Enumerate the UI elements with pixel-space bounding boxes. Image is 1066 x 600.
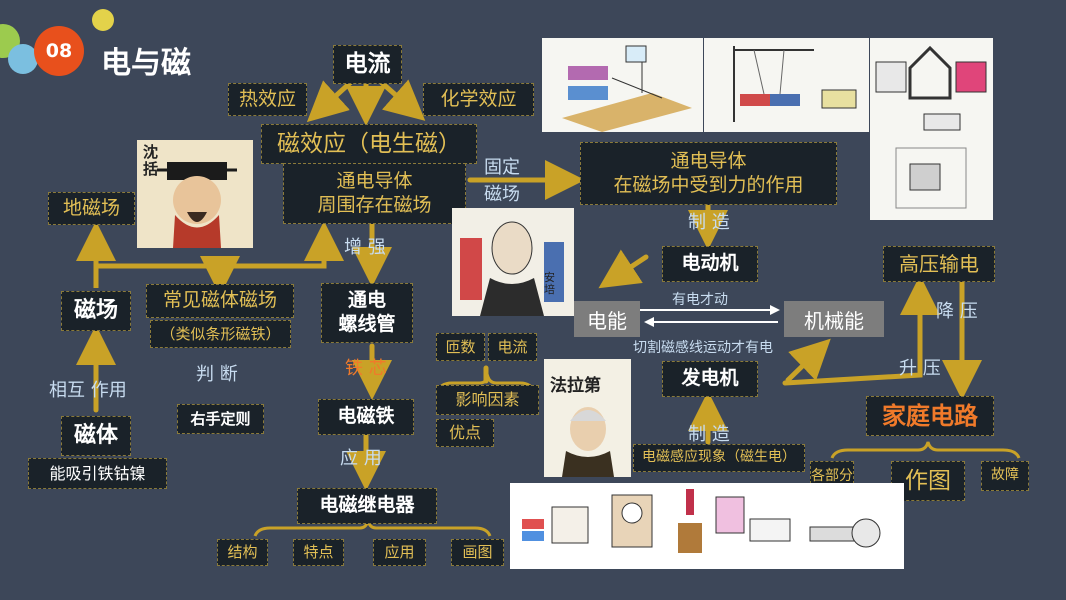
node-advantages: 优点 <box>436 419 494 447</box>
force-line1: 通电导体 <box>670 149 747 172</box>
motor-principle-drawing <box>875 45 987 209</box>
label-power-motion: 有电才动 <box>672 292 728 308</box>
section-number-badge: 08 <box>34 26 84 76</box>
label-iron-core: 铁 芯 <box>345 358 387 379</box>
faraday-drawing <box>562 407 614 477</box>
node-high-voltage: 高压输电 <box>883 246 995 282</box>
node-common-fields: 常见磁体磁场 <box>146 284 294 318</box>
portrait-faraday-label: 法拉第 <box>550 376 601 396</box>
image-electromagnet-experiments <box>510 483 904 569</box>
motor-exp1-drawing <box>562 45 692 132</box>
arrow-generator-mechanical <box>785 338 831 383</box>
decor-circle-yellow <box>92 9 114 31</box>
conductor-field-line2: 周围存在磁场 <box>317 193 432 216</box>
label-field: 磁场 <box>484 184 520 205</box>
node-earth-field: 地磁场 <box>48 192 135 225</box>
solenoid-line1: 通电 <box>347 289 386 312</box>
force-line2: 在磁场中受到力的作用 <box>613 173 804 196</box>
node-magnetic-effect: 磁效应（电生磁） <box>261 124 477 164</box>
portrait-shen-kuo-label: 沈括 <box>143 143 159 178</box>
decor-circle-blue <box>8 44 38 74</box>
node-current: 电流 <box>333 45 402 84</box>
label-cut-lines: 切割磁感线运动才有电 <box>633 340 773 356</box>
home-brace <box>830 441 1021 459</box>
node-motor: 电动机 <box>662 246 758 282</box>
label-step-up: 升 压 <box>899 358 941 379</box>
label-step-down: 降 压 <box>936 301 978 322</box>
node-induction: 电磁感应现象（磁生电） <box>633 444 805 472</box>
solenoid-line2: 螺线管 <box>338 313 396 335</box>
node-thermal-effect: 热效应 <box>228 83 307 116</box>
node-factors: 影响因素 <box>436 385 539 415</box>
label-fixed: 固定 <box>484 157 520 178</box>
node-force-on-conductor: 通电导体 在磁场中受到力的作用 <box>580 142 837 205</box>
shen-kuo-drawing <box>157 162 237 248</box>
node-electric-energy: 电能 <box>574 301 640 337</box>
node-magnet: 磁体 <box>61 416 131 456</box>
node-use: 应用 <box>373 539 426 566</box>
motor-exp2-drawing <box>733 46 857 122</box>
portrait-shen-kuo: 沈括 <box>137 140 253 248</box>
node-conductor-field: 通电导体 周围存在磁场 <box>283 163 466 224</box>
node-home-circuit: 家庭电路 <box>866 396 994 436</box>
node-structure: 结构 <box>217 539 268 566</box>
image-motor-experiment-1 <box>542 38 703 132</box>
arrow-motor-energy <box>598 249 649 289</box>
node-like-bar-magnet: （类似条形磁铁） <box>150 320 291 348</box>
ampere-drawing <box>460 221 564 316</box>
node-generator: 发电机 <box>662 361 758 397</box>
label-judge: 判 断 <box>196 364 238 385</box>
node-chemical-effect: 化学效应 <box>423 83 534 116</box>
node-fault: 故障 <box>981 461 1029 491</box>
page-title: 电与磁 <box>101 46 191 81</box>
arrow-current-thermal <box>306 80 353 123</box>
label-make-generator: 制 造 <box>688 424 730 445</box>
experiments-drawing <box>522 489 881 553</box>
node-draw: 画图 <box>451 539 504 566</box>
node-attract: 能吸引铁钴镍 <box>28 458 167 489</box>
factors-brace <box>435 372 536 394</box>
label-make-motor: 制 造 <box>688 212 730 233</box>
node-current-factor: 电流 <box>488 333 537 361</box>
conductor-field-line1: 通电导体 <box>336 169 413 192</box>
node-turns: 匝数 <box>436 333 485 361</box>
node-mechanical-energy: 机械能 <box>784 301 884 337</box>
image-motor-principle <box>870 38 993 220</box>
node-right-hand-rule: 右手定则 <box>177 404 264 434</box>
node-relay: 电磁继电器 <box>297 488 437 524</box>
node-solenoid: 通电 螺线管 <box>321 283 413 343</box>
node-magnetic-field: 磁场 <box>61 291 131 331</box>
label-interact: 相互 作用 <box>49 380 127 401</box>
label-application: 应 用 <box>340 448 382 469</box>
image-motor-experiment-2 <box>704 38 869 132</box>
portrait-ampere-label: 安培 <box>544 271 555 297</box>
portrait-faraday: 法拉第 <box>544 359 631 477</box>
node-features: 特点 <box>293 539 344 566</box>
node-electromagnet: 电磁铁 <box>318 399 414 435</box>
portrait-ampere: 安培 <box>452 208 574 316</box>
label-enhance: 增 强 <box>344 237 386 258</box>
arrow-current-chemical <box>379 79 426 121</box>
